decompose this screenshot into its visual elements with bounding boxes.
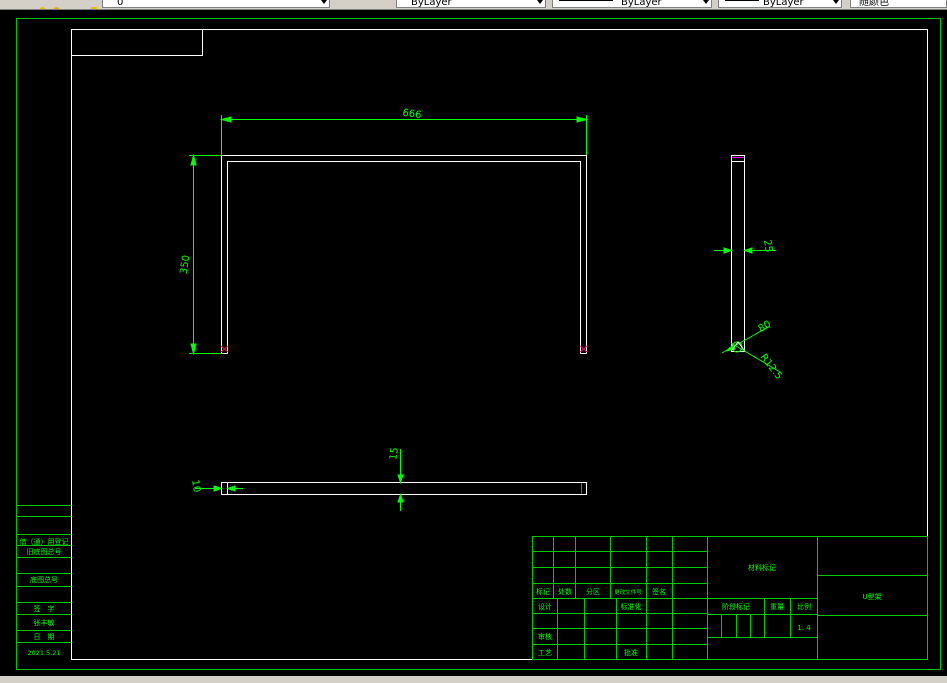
left-strip-signer: 张丰敏: [34, 618, 55, 627]
title-header-count: 处数: [558, 587, 572, 596]
chevron-down-icon: [833, 0, 839, 4]
linetype-select-value: ByLayer: [621, 0, 662, 8]
left-strip-old-base-label: 旧底图总号: [27, 547, 62, 556]
title-header-zone: 分区: [586, 587, 600, 596]
plotstyle-select-value: 随颜色: [859, 0, 889, 8]
chevron-down-icon: [537, 0, 543, 4]
title-material-label: 材料标记: [748, 563, 776, 572]
title-approve-label: 批准: [624, 648, 638, 657]
color-swatch-icon[interactable]: [90, 0, 99, 9]
chevron-down-icon: [703, 0, 709, 4]
dimension-front-width-label: 666: [402, 108, 422, 122]
title-header-mark: 标记: [536, 587, 550, 596]
lineweight-select-value: ByLayer: [763, 0, 804, 8]
layer-select[interactable]: 0: [102, 0, 330, 8]
chevron-down-icon: [321, 0, 327, 4]
title-process-label: 工艺: [538, 649, 552, 657]
dimension-front-height: [189, 153, 221, 356]
title-header-signature: 签名: [652, 587, 666, 596]
left-strip-grid: [16, 505, 72, 643]
lineweight-select[interactable]: ByLayer: [718, 0, 842, 8]
plan-view: [221, 482, 587, 495]
title-scale-label: 比例: [797, 602, 811, 611]
drawing-frame: [71, 29, 928, 660]
dimension-front-width: [219, 115, 589, 155]
title-header-change-doc: 更改文件号: [614, 588, 642, 596]
front-outer-outline: [221, 155, 587, 354]
dimension-plan-left: [195, 485, 243, 492]
left-strip-date-value: 2021.5.21: [27, 649, 60, 657]
left-strip-base-no-label: 底图总号: [30, 575, 58, 584]
dimension-front-height-label: 350: [179, 254, 193, 274]
dimension-side-thickness: [714, 247, 776, 254]
front-inner-outline: [227, 161, 581, 354]
color-select[interactable]: ByLayer: [396, 0, 546, 8]
front-view: [221, 155, 587, 354]
lineweight-swatch: [725, 0, 759, 1]
linetype-select[interactable]: ByLayer: [552, 0, 712, 8]
sheet-outer-border: [16, 18, 941, 670]
dimension-plan-height: [397, 449, 404, 511]
color-select-value: ByLayer: [411, 0, 452, 8]
code-box: [71, 29, 203, 56]
title-drawing-name: U型架: [862, 592, 881, 601]
sun-icon[interactable]: [52, 0, 61, 9]
side-view: [731, 155, 745, 352]
layer-select-value: 0: [117, 0, 124, 8]
bulb-icon[interactable]: [38, 0, 47, 9]
front-foot-marks: [220, 345, 588, 353]
left-strip-sign-label: 签 字: [34, 604, 55, 613]
side-foot-chamfer: [731, 341, 745, 351]
dimension-plan-left-label: 10: [189, 479, 202, 493]
linetype-swatch: [559, 0, 613, 1]
title-stage-label: 阶段标记: [722, 602, 750, 611]
properties-toolbar: 0 ByLayer ByLayer ByLayer 随颜色: [0, 0, 947, 10]
dimension-plan-height-label: 15: [388, 447, 401, 461]
title-scale-value: 1: 4: [797, 624, 811, 632]
left-strip-date-label: 日 期: [34, 633, 55, 641]
title-design-label: 设计: [538, 602, 552, 611]
title-standard-label: 标准化: [621, 602, 642, 611]
title-block-grid: [532, 536, 928, 660]
dimension-side-radius-label: R12.5: [757, 352, 784, 382]
bottom-window-edge: [0, 676, 947, 683]
title-review-label: 审核: [538, 632, 552, 641]
left-strip-reg-label: 借（通）用登记: [20, 537, 69, 546]
dimension-side-thickness-label: 25: [761, 239, 774, 253]
title-weight-label: 重量: [770, 603, 784, 611]
